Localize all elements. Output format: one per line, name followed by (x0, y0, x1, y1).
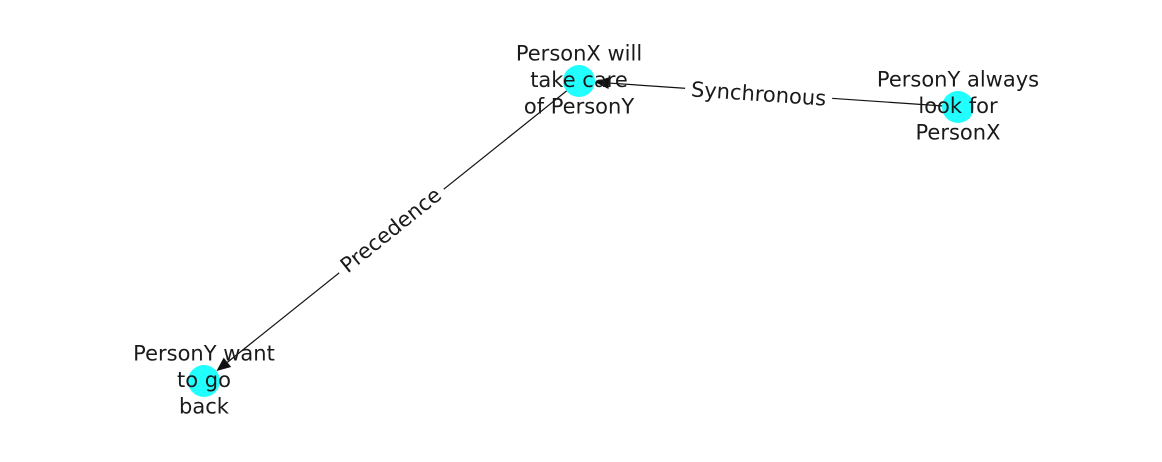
node-n1-label-line: of PersonY (524, 95, 634, 119)
edge-label-synchronous: Synchronous (690, 77, 827, 110)
node-n1-circle (563, 65, 595, 97)
node-n3-label-line: to go (177, 368, 231, 392)
node-n3-label-line: back (179, 395, 230, 419)
nodes-layer (188, 65, 974, 397)
node-n2-label-line: look for (918, 94, 998, 118)
edge-label-background (329, 177, 452, 283)
node-n1-label-line: PersonX will (516, 42, 642, 66)
node-n2-circle (942, 91, 974, 123)
edge-e1-arrowhead (594, 77, 610, 90)
node-n3-circle (188, 365, 220, 397)
node-n2-label-line: PersonY always (877, 68, 1039, 92)
node-n2-label-line: PersonX (916, 121, 1001, 145)
edge-e2-label-group: Precedence (329, 177, 452, 283)
edge-label-background (684, 74, 834, 114)
node-n3-label-line: PersonY want (133, 342, 275, 366)
edges-layer (216, 77, 959, 372)
edge-e1-label-group: Synchronous (684, 74, 834, 114)
edge-e2-arrowhead (216, 357, 232, 372)
node-n1-label-line: take care (530, 68, 628, 92)
edge-label-precedence: Precedence (336, 183, 446, 278)
